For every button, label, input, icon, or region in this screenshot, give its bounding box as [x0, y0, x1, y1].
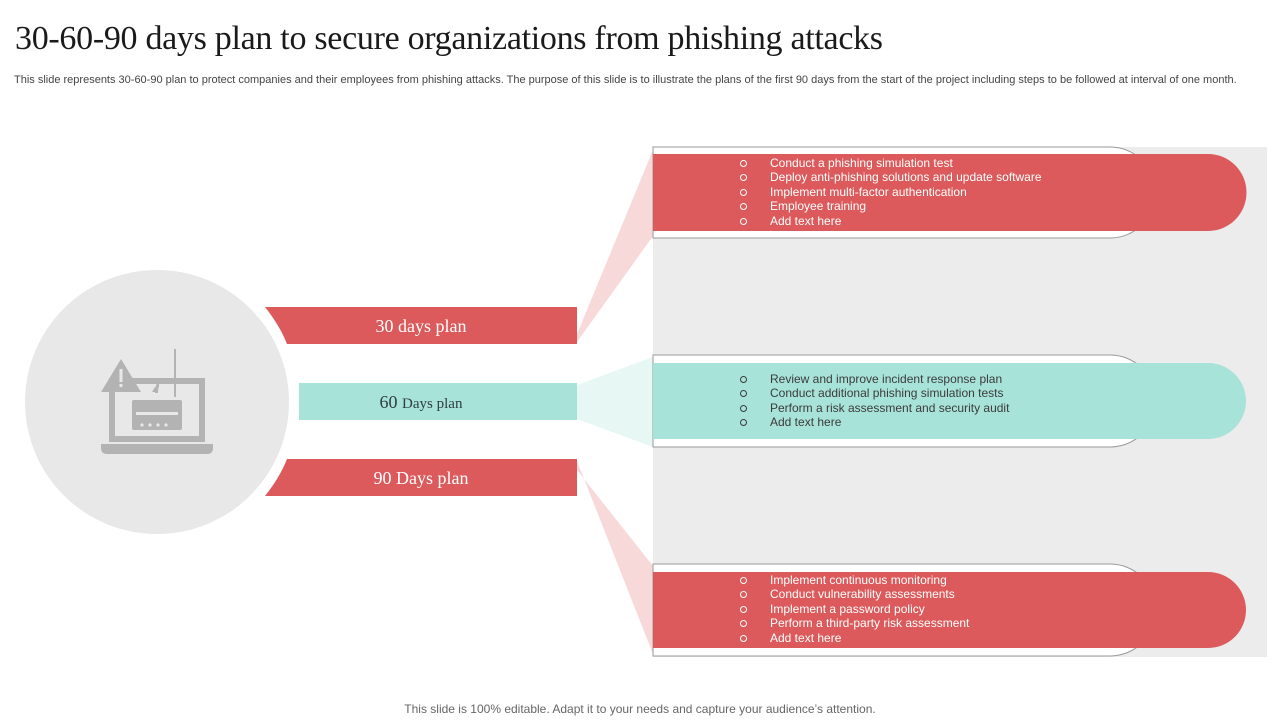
- plan-60-items: Review and improve incident response pla…: [740, 372, 1009, 430]
- plan-label-text: Days plan: [396, 468, 469, 488]
- slide-footer: This slide is 100% editable. Adapt it to…: [404, 702, 876, 716]
- list-item: Implement continuous monitoring: [740, 573, 969, 587]
- list-item: Perform a third-party risk assessment: [740, 616, 969, 630]
- plan-90-items: Implement continuous monitoring Conduct …: [740, 573, 969, 645]
- plan-label-90: 90 Days plan: [265, 459, 577, 497]
- list-item: Perform a risk assessment and security a…: [740, 401, 1009, 415]
- list-item: Implement a password policy: [740, 602, 969, 616]
- list-item: Add text here: [740, 415, 1009, 429]
- plan-number: 30: [375, 316, 394, 336]
- list-item: Employee training: [740, 199, 1042, 213]
- list-item: Implement multi-factor authentication: [740, 185, 1042, 199]
- list-item: Conduct a phishing simulation test: [740, 156, 1042, 170]
- connector-60: [577, 357, 653, 447]
- plan-30-items: Conduct a phishing simulation test Deplo…: [740, 156, 1042, 228]
- list-item: Add text here: [740, 214, 1042, 228]
- list-item: Review and improve incident response pla…: [740, 372, 1009, 386]
- connector-30: [577, 150, 653, 342]
- list-item: Conduct additional phishing simulation t…: [740, 386, 1009, 400]
- pill-60: [653, 363, 1246, 439]
- list-item: Deploy anti-phishing solutions and updat…: [740, 170, 1042, 184]
- plan-label-60: 60 Days plan: [265, 383, 577, 421]
- plan-number: 90: [373, 468, 392, 488]
- plan-bar-90: [265, 459, 577, 496]
- plan-bar-30: [265, 307, 577, 344]
- pill-30: [653, 154, 1247, 231]
- slide-title: 30-60-90 days plan to secure organizatio…: [15, 20, 883, 57]
- plan-label-text: days plan: [398, 316, 467, 336]
- plan-label-text: Days plan: [402, 396, 463, 412]
- slide-subtitle: This slide represents 30-60-90 plan to p…: [14, 74, 1237, 86]
- list-item: Conduct vulnerability assessments: [740, 587, 969, 601]
- connector-90: [577, 461, 653, 654]
- plan-label-30: 30 days plan: [265, 307, 577, 345]
- list-item: Add text here: [740, 631, 969, 645]
- plan-number: 60: [379, 392, 398, 412]
- phishing-laptop-warning-icon: [101, 349, 213, 454]
- pill-90: [653, 572, 1246, 648]
- plan-bar-60: [299, 383, 577, 420]
